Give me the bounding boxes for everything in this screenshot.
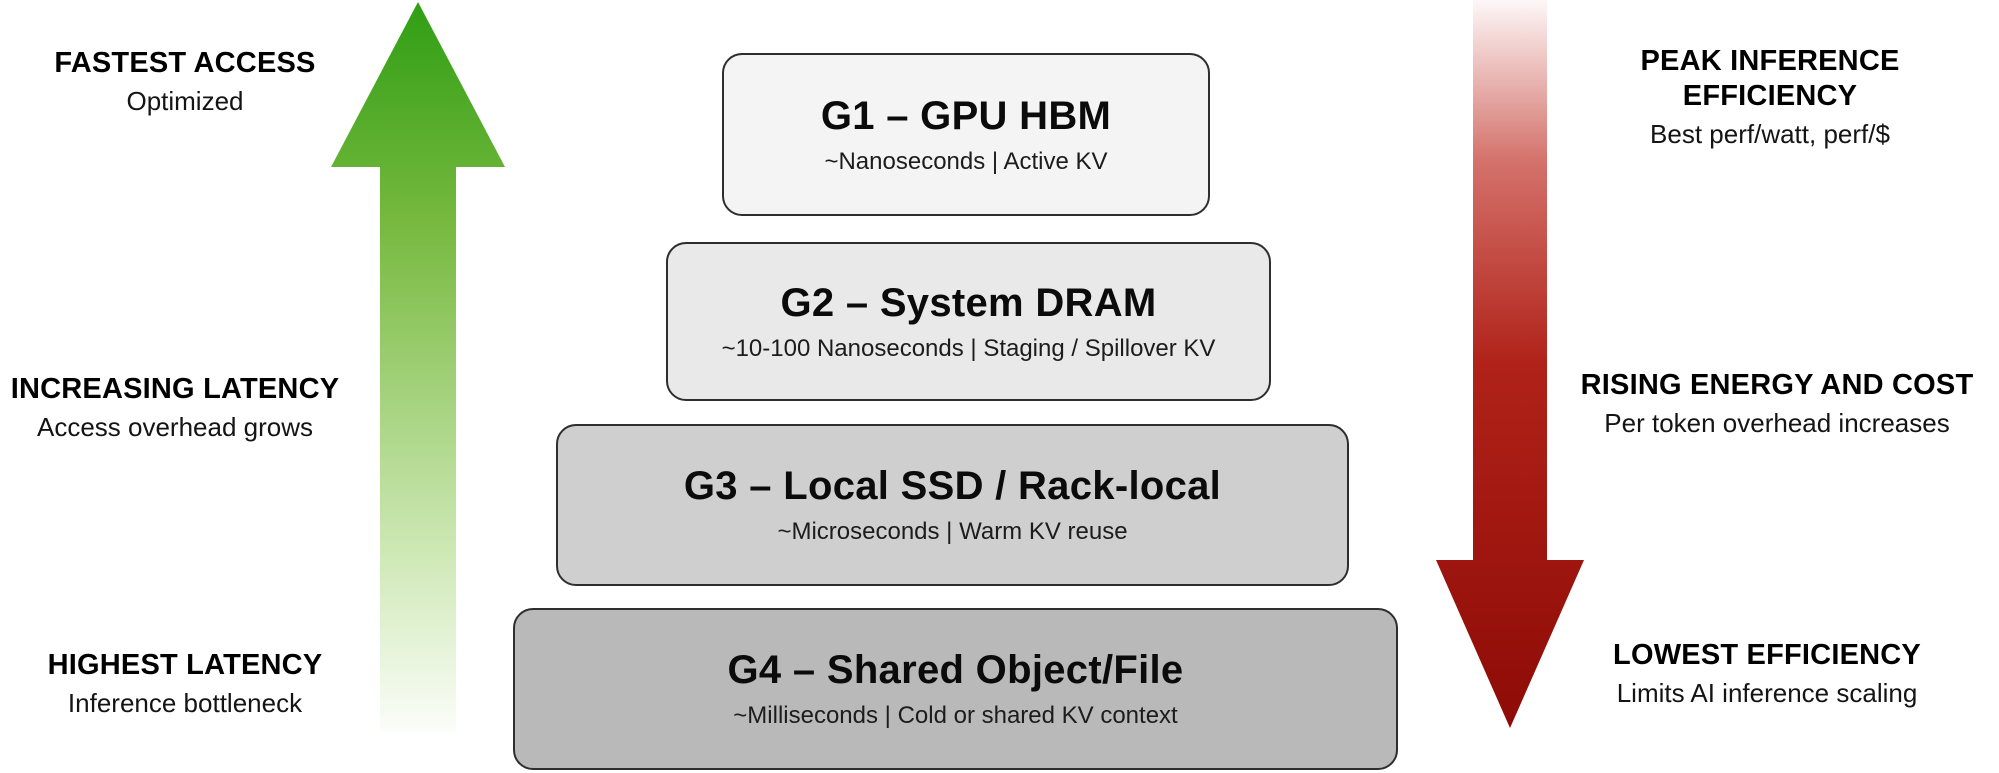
label-lowest-efficiency-sub: Limits AI inference scaling: [1616, 677, 1918, 708]
label-highest-latency: HIGHEST LATENCY Inference bottleneck: [30, 648, 340, 719]
tier-g2-title: G2 – System DRAM: [780, 280, 1157, 325]
tier-g3-local-ssd: G3 – Local SSD / Rack-local ~Microsecond…: [556, 424, 1349, 586]
label-increasing-latency-sub: Access overhead grows: [36, 411, 314, 442]
label-peak-efficiency-sub: Best perf/watt, perf/$: [1650, 118, 1890, 149]
label-increasing-latency: INCREASING LATENCY Access overhead grows: [5, 372, 345, 443]
tier-g1-subtitle: ~Nanoseconds | Active KV: [824, 147, 1108, 175]
label-peak-efficiency: PEAK INFERENCE EFFICIENCY Best perf/watt…: [1595, 44, 1945, 150]
tier-g1-title: G1 – GPU HBM: [820, 93, 1112, 138]
tier-g4-title: G4 – Shared Object/File: [727, 648, 1184, 692]
green-up-arrow-graphic: [331, 2, 505, 732]
label-rising-cost-heading: RISING ENERGY AND COST: [1580, 369, 1974, 401]
label-lowest-efficiency-heading: LOWEST EFFICIENCY: [1613, 639, 1921, 671]
label-increasing-latency-heading: INCREASING LATENCY: [10, 373, 340, 405]
label-highest-latency-sub: Inference bottleneck: [67, 687, 303, 718]
green-up-arrow: [331, 2, 505, 732]
red-down-arrow: [1436, 0, 1584, 728]
tier-g4-subtitle: ~Milliseconds | Cold or shared KV contex…: [733, 702, 1178, 729]
red-down-arrow-graphic: [1436, 0, 1584, 728]
tier-g3-title: G3 – Local SSD / Rack-local: [683, 464, 1222, 508]
tier-g2-system-dram: G2 – System DRAM ~10-100 Nanoseconds | S…: [666, 242, 1271, 401]
label-lowest-efficiency: LOWEST EFFICIENCY Limits AI inference sc…: [1592, 638, 1942, 709]
tier-g4-shared-object-file: G4 – Shared Object/File ~Milliseconds | …: [513, 608, 1398, 770]
label-rising-cost-sub: Per token overhead increases: [1604, 407, 1950, 438]
label-fastest-access: FASTEST ACCESS Optimized: [30, 46, 340, 117]
label-fastest-access-sub: Optimized: [126, 85, 244, 116]
tier-g2-subtitle: ~10-100 Nanoseconds | Staging / Spillove…: [721, 334, 1216, 362]
label-fastest-access-heading: FASTEST ACCESS: [54, 47, 316, 79]
label-peak-efficiency-heading: PEAK INFERENCE EFFICIENCY: [1640, 45, 1900, 112]
tier-g1-gpu-hbm: G1 – GPU HBM ~Nanoseconds | Active KV: [722, 53, 1210, 216]
label-highest-latency-heading: HIGHEST LATENCY: [47, 649, 323, 681]
label-rising-cost: RISING ENERGY AND COST Per token overhea…: [1577, 368, 1977, 439]
tier-g3-subtitle: ~Microseconds | Warm KV reuse: [777, 518, 1128, 545]
